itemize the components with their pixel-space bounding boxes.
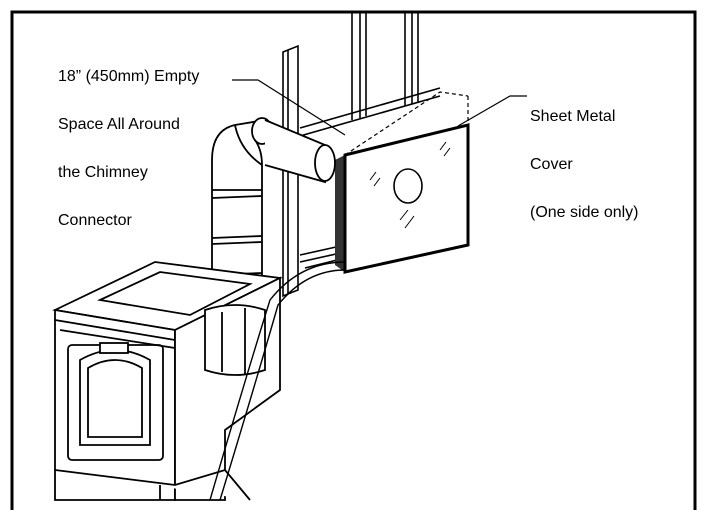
leader-empty-space: [232, 79, 346, 136]
wood-stove: [52, 261, 284, 501]
empty-space-label-line: Connector: [58, 212, 132, 229]
sheet-metal-cover-label-line: (One side only): [530, 204, 639, 221]
chimney-connector: [211, 117, 336, 301]
sheet-metal-cover-label-line: Cover: [530, 156, 573, 173]
wall-framing: [299, 12, 441, 269]
empty-space-label-line: 18” (450mm) Empty: [58, 68, 200, 85]
clearance-boundary: [209, 261, 346, 501]
empty-space-label-line: the Chimney: [58, 164, 148, 181]
empty-space-label: 18” (450mm) Empty Space All Around the C…: [58, 37, 199, 245]
sheet-metal-cover-label-line: Sheet Metal: [530, 108, 616, 125]
empty-space-label-line: Space All Around: [58, 116, 180, 133]
diagram-border: [10, 10, 697, 510]
leader-sheet-metal: [457, 95, 527, 127]
sheet-metal-cover-label: Sheet Metal Cover (One side only): [530, 77, 639, 237]
sheet-metal-cover-panel: [335, 91, 470, 274]
